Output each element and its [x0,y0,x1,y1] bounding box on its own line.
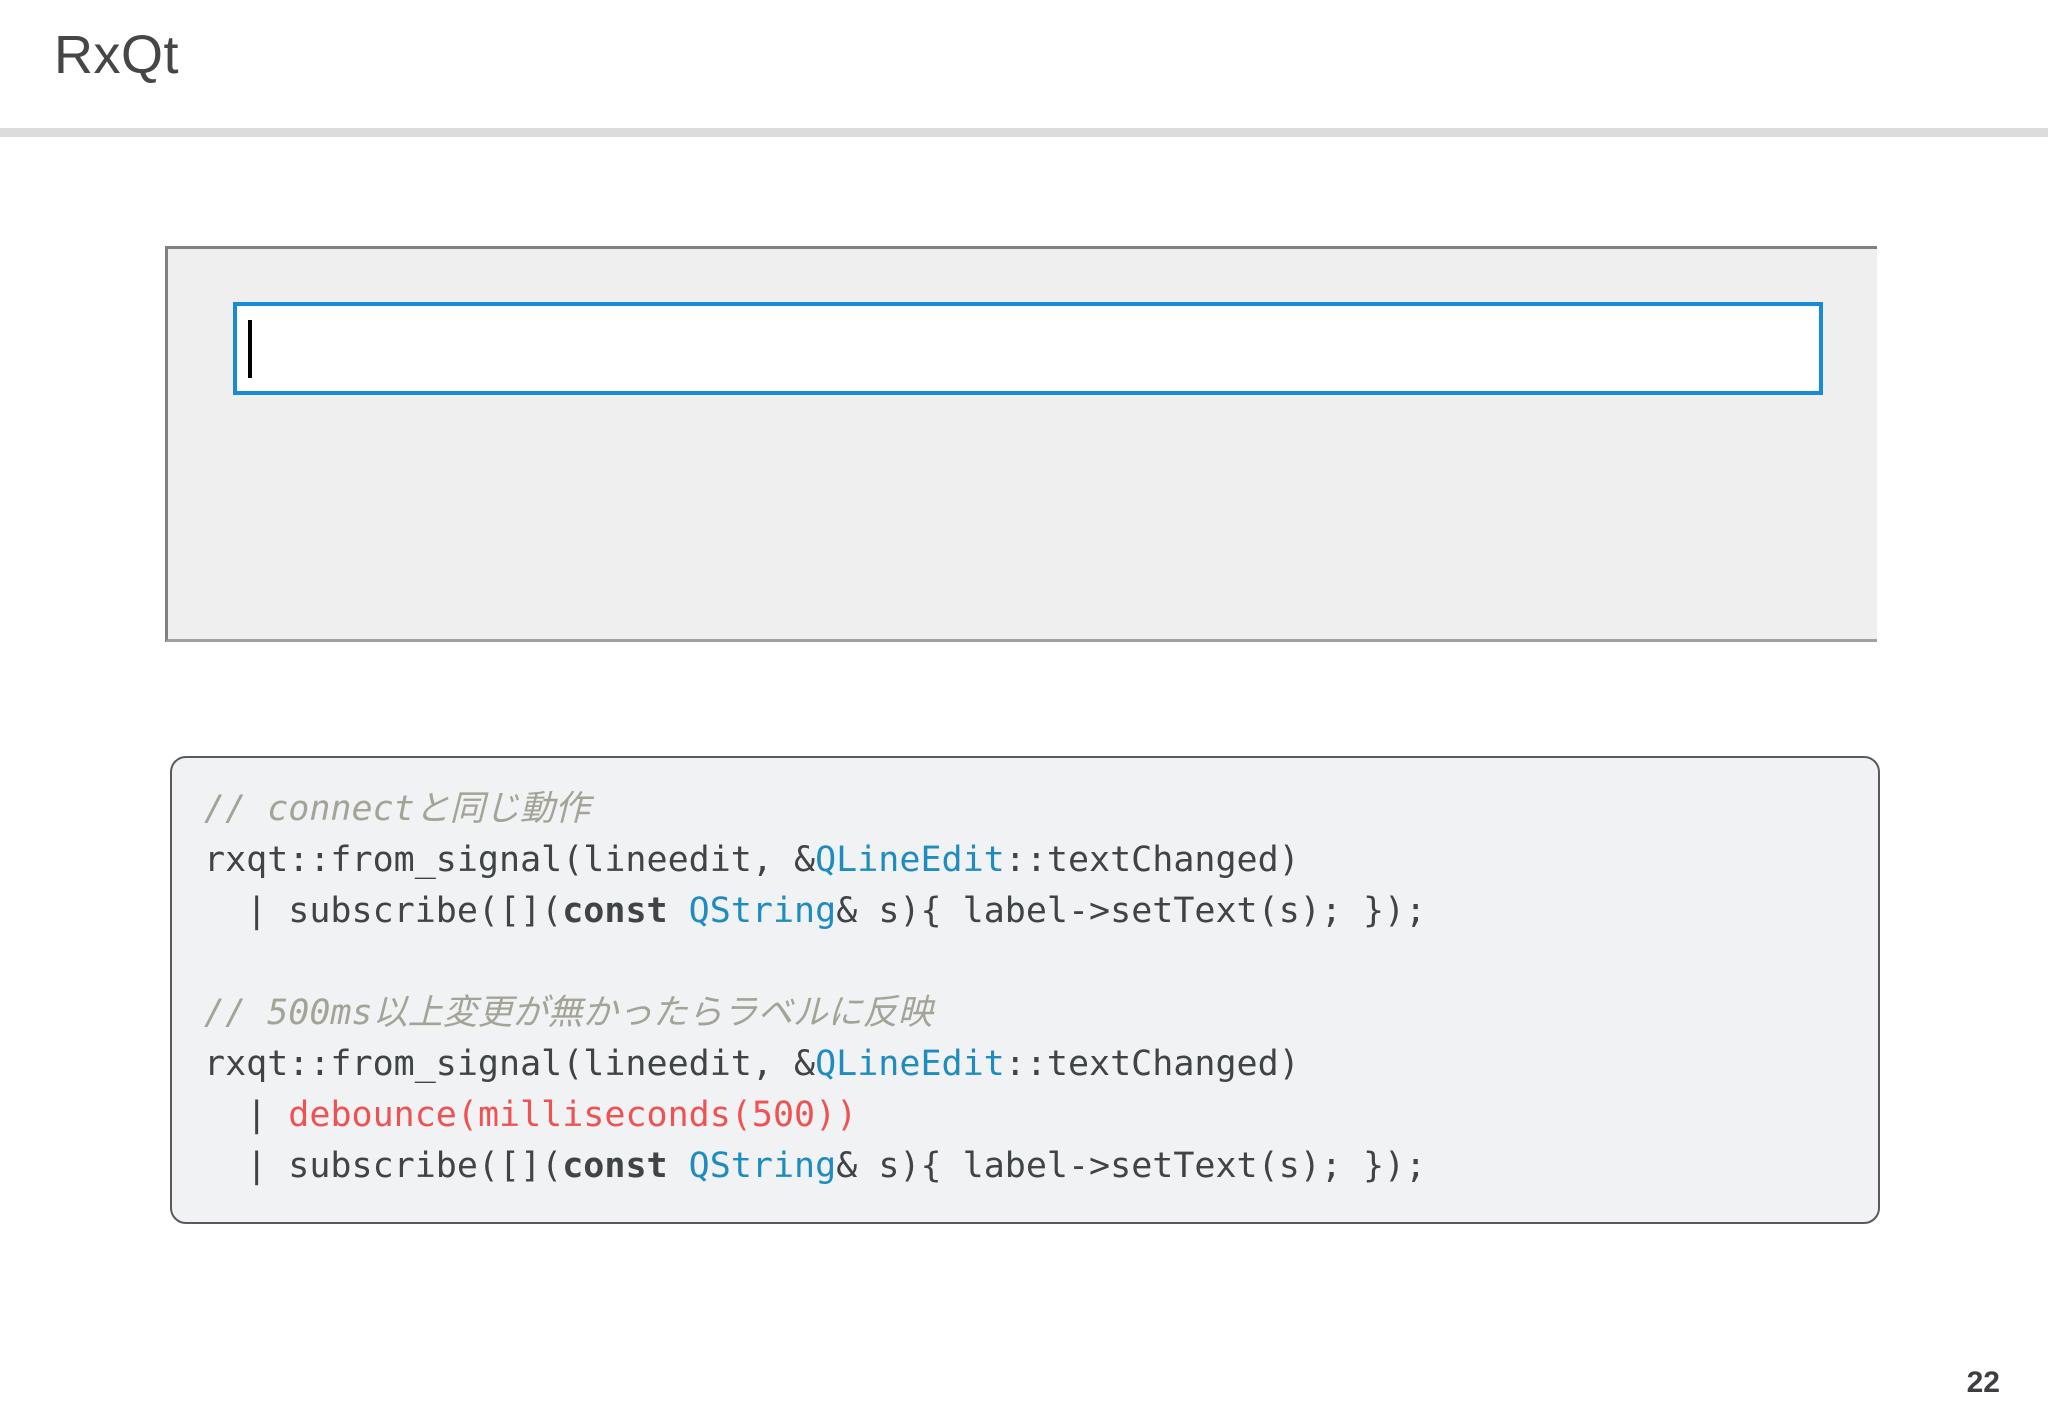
code-line: rxqt::from_signal(lineedit, &QLineEdit::… [204,1039,1878,1090]
page-number: 22 [1966,1366,2000,1399]
code-line [204,937,1878,988]
code-line: rxqt::from_signal(lineedit, &QLineEdit::… [204,835,1878,886]
code-token-comment: // 500ms以上変更が無かったらラベルに反映 [204,993,933,1033]
code-token-plain: ::textChanged) [1004,1044,1300,1084]
code-token-kw: const [562,891,668,931]
code-token-operator: debounce(milliseconds(500)) [288,1095,858,1135]
code-token-plain: & s){ label->setText(s); }); [836,891,1427,931]
code-line: | subscribe([](const QString& s){ label-… [204,1141,1878,1192]
qt-lineedit-field[interactable] [233,302,1823,395]
text-caret [248,320,252,378]
code-token-plain: | subscribe([]( [204,891,563,931]
code-token-plain: & s){ label->setText(s); }); [836,1146,1427,1186]
code-token-type: QString [688,891,837,931]
code-token-plain: ::textChanged) [1004,840,1300,880]
code-line: | subscribe([](const QString& s){ label-… [204,886,1878,937]
code-token-plain: | subscribe([]( [204,1146,563,1186]
qt-demo-window [165,246,1877,642]
code-token-plain [204,942,225,982]
code-token-plain: rxqt::from_signal(lineedit, & [204,840,816,880]
code-token-plain: | [204,1095,289,1135]
code-token-type: QLineEdit [815,840,1005,880]
header-divider [0,128,2048,137]
code-token-plain: rxqt::from_signal(lineedit, & [204,1044,816,1084]
code-token-comment: // connectと同じ動作 [204,789,590,829]
code-token-plain [668,1146,689,1186]
code-line: | debounce(milliseconds(500)) [204,1090,1878,1141]
code-line: // 500ms以上変更が無かったらラベルに反映 [204,988,1878,1039]
code-token-type: QString [688,1146,837,1186]
code-token-kw: const [562,1146,668,1186]
page-title: RxQt [54,25,180,85]
code-line: // connectと同じ動作 [204,784,1878,835]
code-token-plain [668,891,689,931]
code-token-type: QLineEdit [815,1044,1005,1084]
